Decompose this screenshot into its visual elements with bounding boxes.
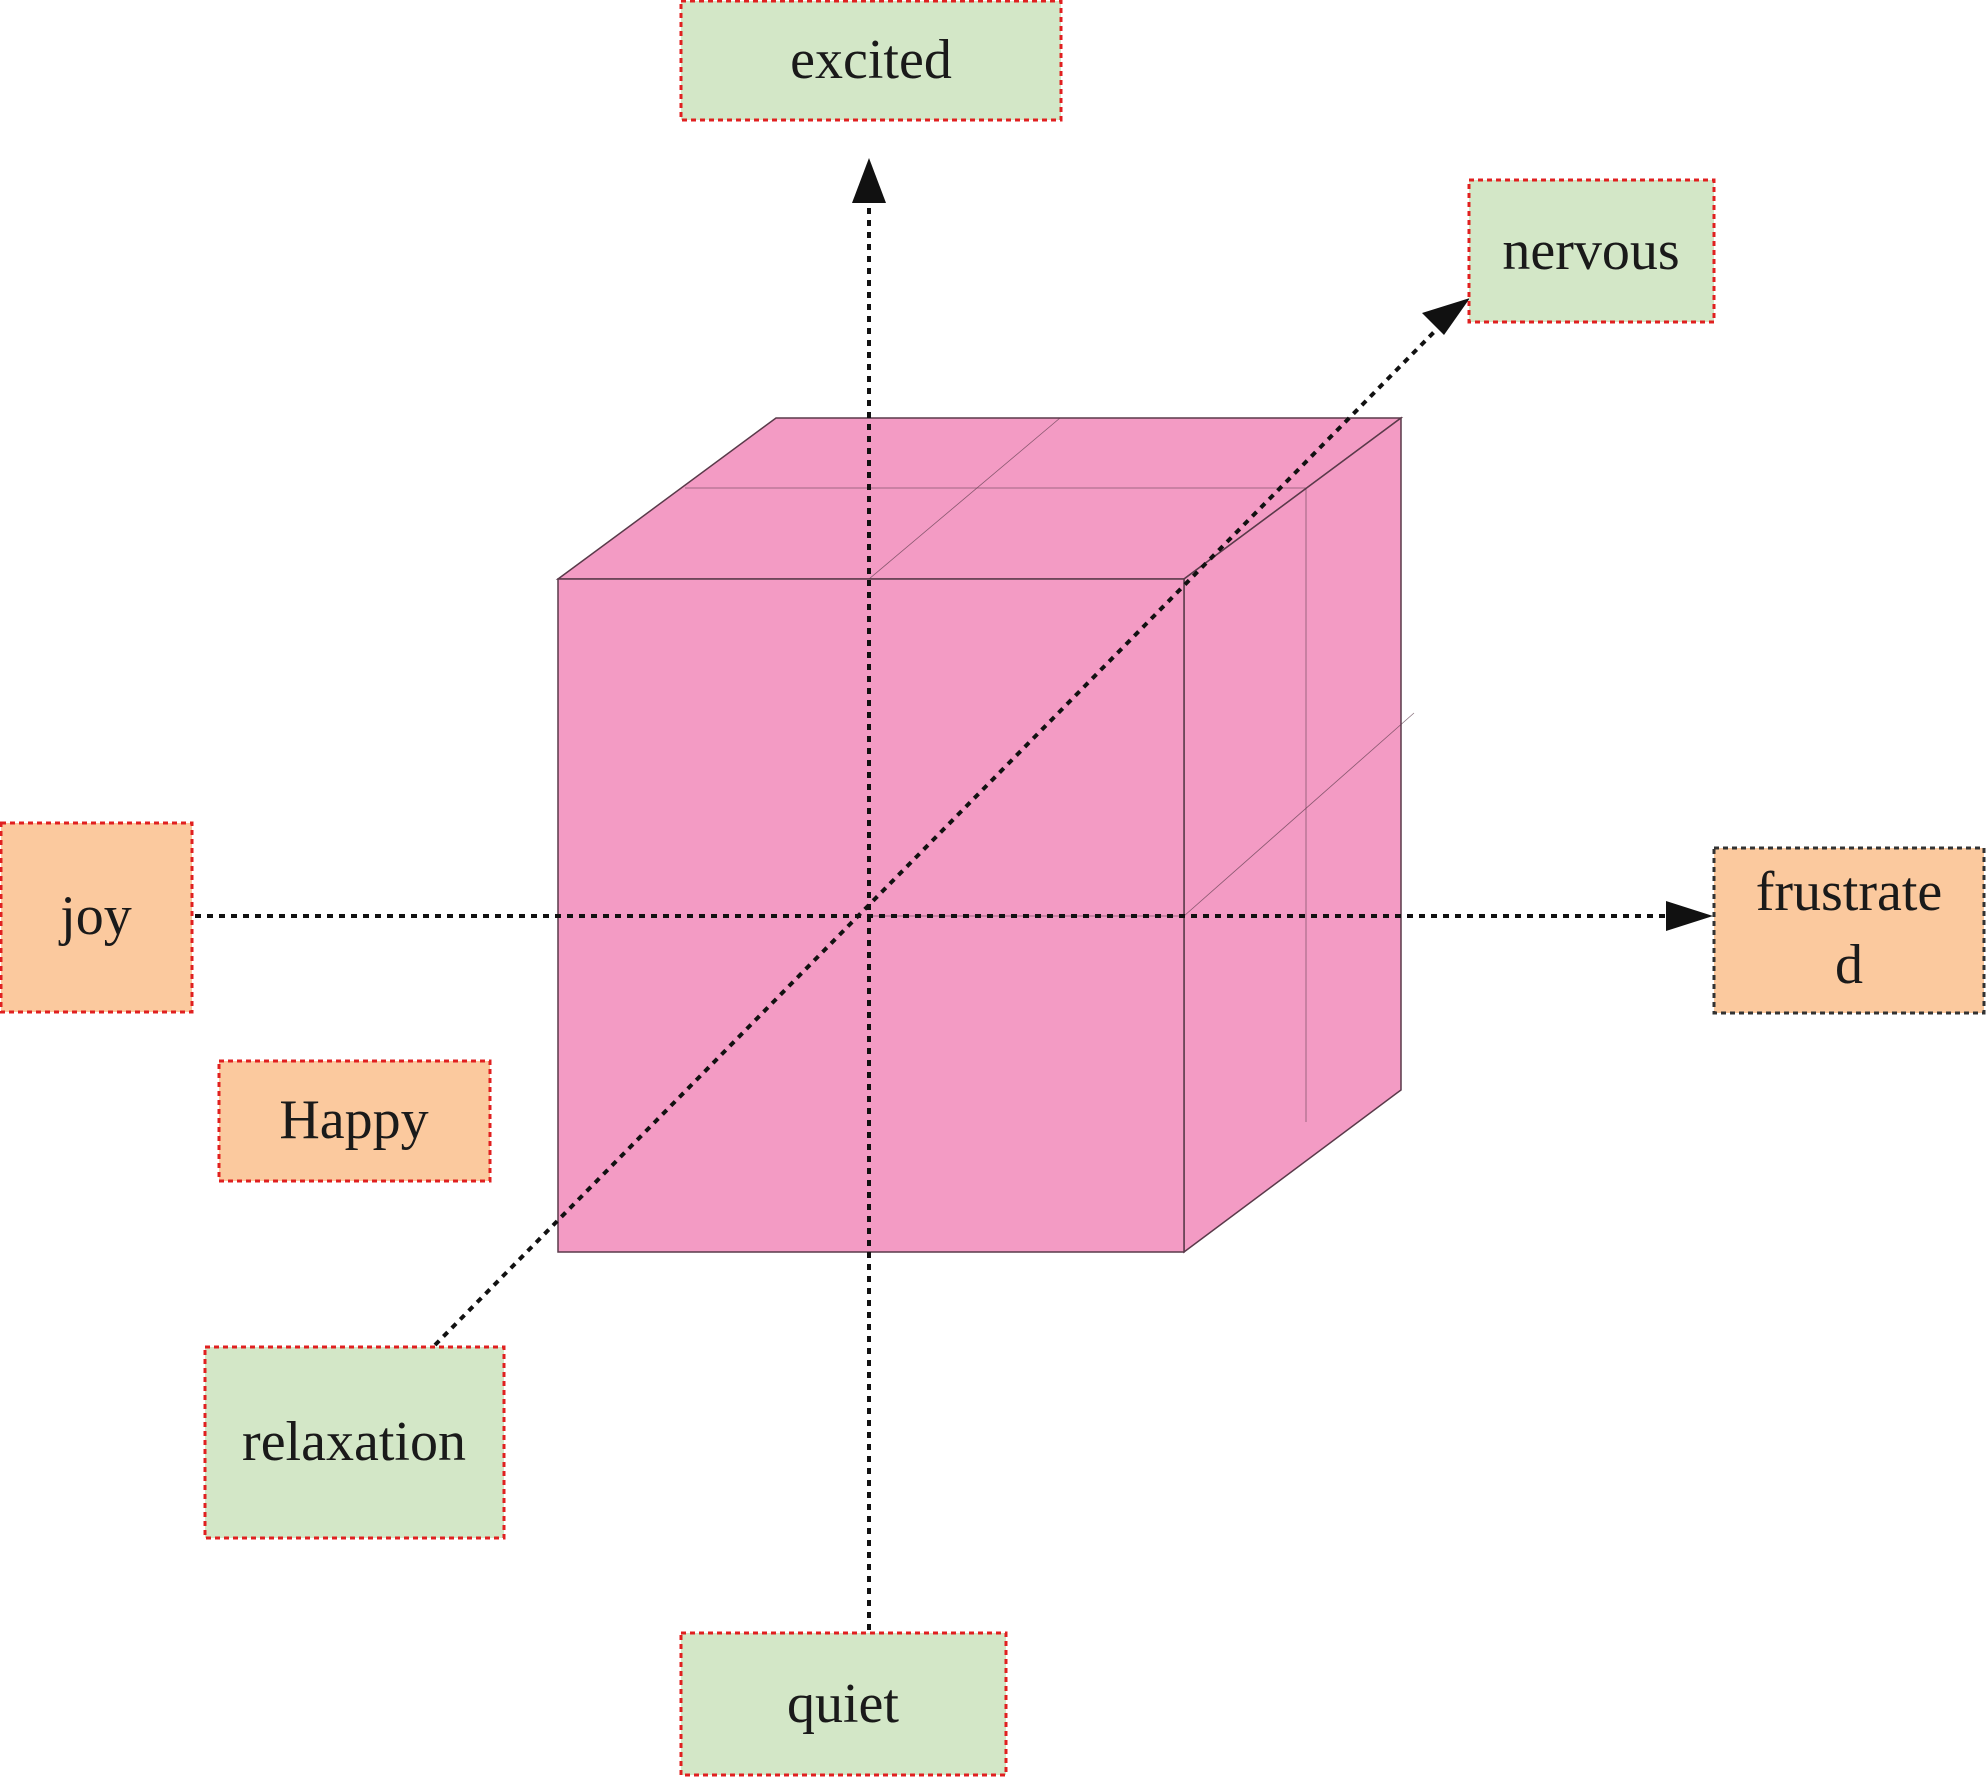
label-box-joy-bg bbox=[0, 821, 194, 1014]
label-frustrated-line1: frustrate bbox=[1756, 861, 1943, 923]
label-box-quiet-bg bbox=[679, 1631, 1008, 1777]
cube-right-grid-line bbox=[1183, 712, 1415, 917]
label-box-relaxation: relaxation bbox=[203, 1345, 506, 1540]
label-happy: Happy bbox=[279, 1089, 428, 1151]
axes bbox=[195, 158, 1713, 1630]
label-excited: excited bbox=[790, 29, 952, 91]
label-box-excited-bg bbox=[679, 0, 1063, 122]
diagonal-axis-arrowhead bbox=[1422, 298, 1470, 335]
cube-top-grid-line bbox=[868, 417, 1061, 580]
label-box-relaxation-bg bbox=[203, 1345, 506, 1540]
horizontal-axis-arrowhead bbox=[1666, 901, 1713, 931]
label-box-happy-bg bbox=[217, 1059, 492, 1183]
vertical-axis-arrowhead bbox=[852, 158, 886, 203]
label-nervous: nervous bbox=[1502, 220, 1679, 282]
label-relaxation: relaxation bbox=[242, 1411, 466, 1473]
diagonal-axis bbox=[433, 328, 1438, 1347]
label-box-frustrated-bg bbox=[1712, 846, 1986, 1015]
label-box-nervous-bg bbox=[1467, 178, 1716, 324]
label-joy: joy bbox=[58, 885, 132, 947]
label-box-quiet: quiet bbox=[679, 1631, 1008, 1777]
cube bbox=[555, 416, 1415, 1254]
label-box-excited: excited bbox=[679, 0, 1063, 122]
label-frustrated-line2: d bbox=[1835, 934, 1863, 996]
label-box-happy: Happy bbox=[217, 1059, 492, 1183]
label-quiet: quiet bbox=[787, 1673, 899, 1735]
label-box-nervous: nervous bbox=[1467, 178, 1716, 324]
label-box-frustrated: frustrate d bbox=[1712, 846, 1986, 1015]
label-box-joy: joy bbox=[0, 821, 194, 1014]
